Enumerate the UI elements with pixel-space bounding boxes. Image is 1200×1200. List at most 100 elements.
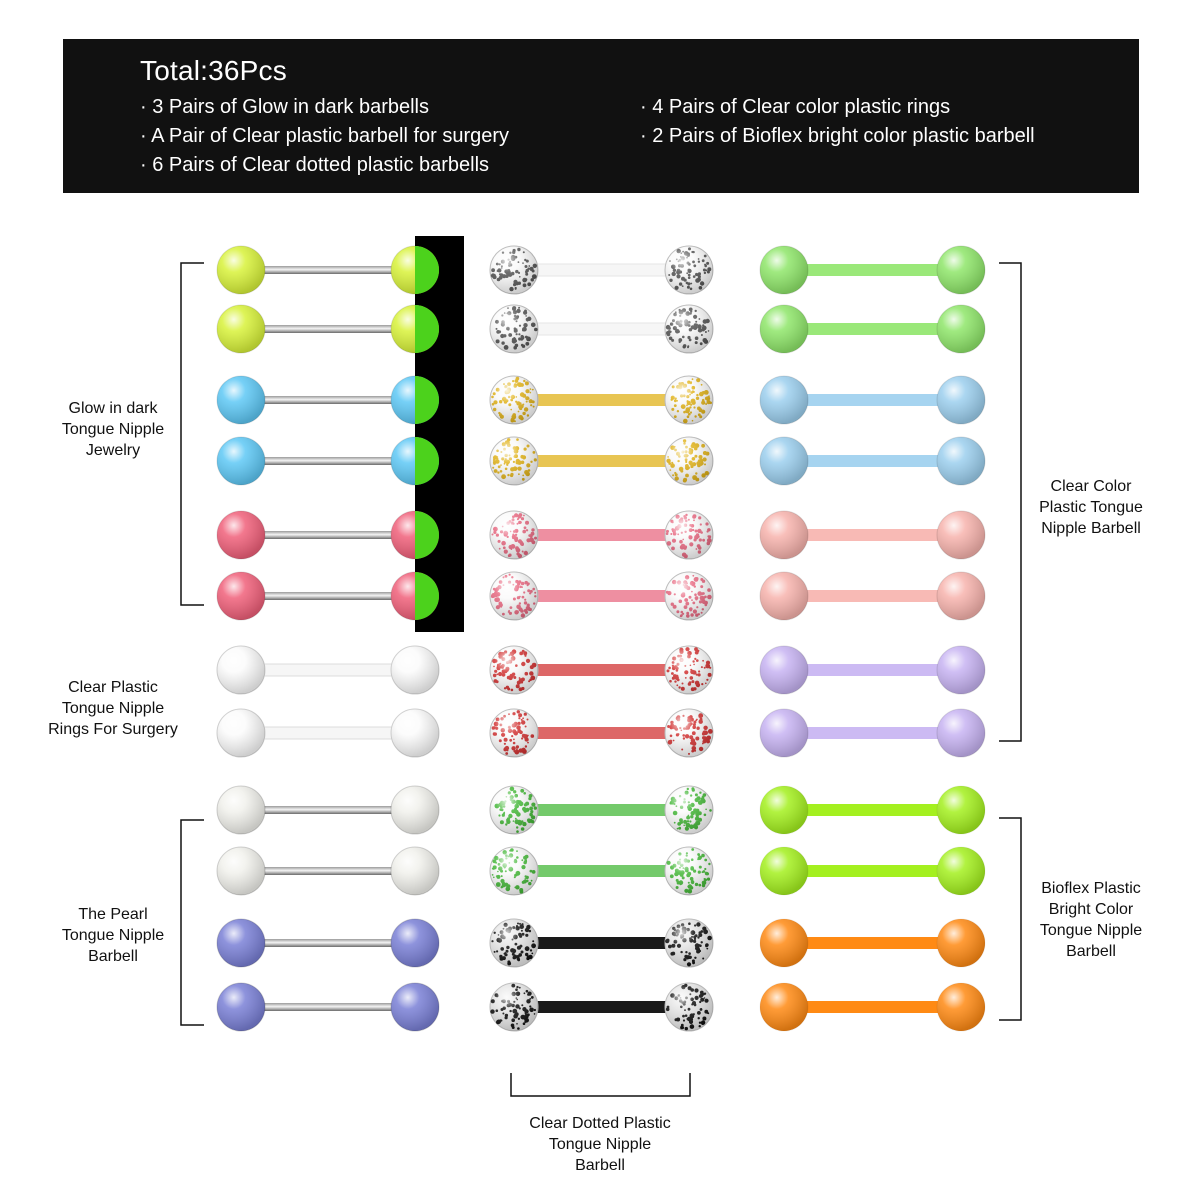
barbell bbox=[216, 918, 440, 968]
barbell bbox=[759, 982, 986, 1032]
plastic-bar bbox=[784, 529, 961, 541]
ball-shine bbox=[937, 511, 985, 559]
plastic-bar bbox=[513, 263, 690, 277]
ball-shine bbox=[937, 646, 985, 694]
barbell bbox=[759, 304, 986, 354]
barbell bbox=[759, 510, 986, 560]
ball-shine bbox=[937, 847, 985, 895]
label-dotted: Clear Dotted Plastic Tongue Nipple Barbe… bbox=[505, 1113, 695, 1176]
barbell bbox=[216, 510, 440, 560]
barbell bbox=[216, 375, 440, 425]
bracket-bioflex bbox=[999, 817, 1022, 1021]
clear-bar bbox=[240, 663, 416, 677]
barbell bbox=[759, 846, 986, 896]
ball-shine bbox=[217, 983, 265, 1031]
barbell bbox=[759, 245, 986, 295]
ball-shine bbox=[490, 847, 538, 895]
ball-shine bbox=[760, 246, 808, 294]
glow-half bbox=[415, 437, 439, 485]
ball-shine bbox=[391, 847, 439, 895]
label-line: The Pearl bbox=[78, 906, 148, 923]
barbell bbox=[489, 846, 714, 896]
ball-shine bbox=[490, 246, 538, 294]
glow-half bbox=[415, 572, 439, 620]
label-line: Tongue Nipple bbox=[548, 1136, 652, 1153]
steel-bar bbox=[241, 939, 415, 947]
label-surgery: Clear Plastic Tongue Nipple Rings For Su… bbox=[32, 677, 194, 740]
header-banner: Total:36Pcs · 3 Pairs of Glow in dark ba… bbox=[63, 39, 1139, 193]
ball-shine bbox=[217, 847, 265, 895]
ball-shine bbox=[490, 305, 538, 353]
ball-shine bbox=[217, 437, 265, 485]
barbell bbox=[216, 571, 440, 621]
ball-shine bbox=[760, 709, 808, 757]
plastic-bar bbox=[784, 727, 961, 739]
ball-shine bbox=[937, 786, 985, 834]
ball-shine bbox=[217, 305, 265, 353]
steel-bar bbox=[241, 867, 415, 875]
barbell bbox=[759, 785, 986, 835]
ball-shine bbox=[217, 919, 265, 967]
ball-shine bbox=[937, 919, 985, 967]
steel-bar bbox=[241, 806, 415, 814]
ball-shine bbox=[665, 572, 713, 620]
barbell bbox=[759, 708, 986, 758]
barbell bbox=[759, 918, 986, 968]
bracket-glow bbox=[180, 262, 204, 606]
ball-shine bbox=[490, 919, 538, 967]
barbell bbox=[216, 645, 440, 695]
header-line: · 3 Pairs of Glow in dark barbells bbox=[140, 96, 430, 118]
barbell bbox=[489, 304, 714, 354]
label-line: Clear Dotted Plastic bbox=[529, 1115, 671, 1132]
steel-bar bbox=[241, 592, 415, 600]
label-line: Rings For Surgery bbox=[48, 721, 178, 738]
plastic-bar bbox=[784, 937, 961, 949]
barbell bbox=[489, 708, 714, 758]
ball-shine bbox=[760, 919, 808, 967]
steel-bar bbox=[241, 457, 415, 465]
barbell bbox=[489, 982, 714, 1032]
header-line: · 6 Pairs of Clear dotted plastic barbel… bbox=[140, 154, 490, 176]
ball-shine bbox=[217, 646, 265, 694]
label-line: Bioflex Plastic bbox=[1041, 880, 1141, 897]
plastic-bar bbox=[514, 804, 689, 816]
label-line: Nipple Barbell bbox=[1041, 520, 1141, 537]
ball-shine bbox=[665, 709, 713, 757]
label-line: Clear Plastic bbox=[68, 679, 158, 696]
ball-shine bbox=[760, 376, 808, 424]
steel-bar bbox=[241, 396, 415, 404]
ball-shine bbox=[665, 919, 713, 967]
plastic-bar bbox=[514, 865, 689, 877]
ball-shine bbox=[490, 709, 538, 757]
plastic-bar bbox=[514, 590, 689, 602]
ball-shine bbox=[217, 246, 265, 294]
bracket-dotted bbox=[510, 1073, 691, 1097]
ball-shine bbox=[760, 511, 808, 559]
plastic-bar bbox=[514, 529, 689, 541]
barbell bbox=[489, 645, 714, 695]
ball-shine bbox=[665, 511, 713, 559]
bracket-pearl bbox=[180, 819, 204, 1026]
ball-shine bbox=[217, 376, 265, 424]
label-line: Clear Color bbox=[1050, 478, 1132, 495]
ball-shine bbox=[490, 983, 538, 1031]
label-bioflex: Bioflex Plastic Bright Color Tongue Nipp… bbox=[1020, 878, 1162, 962]
label-line: Plastic Tongue bbox=[1039, 499, 1143, 516]
plastic-bar bbox=[514, 394, 689, 406]
plastic-bar bbox=[513, 322, 690, 336]
plastic-bar bbox=[784, 865, 961, 877]
ball-shine bbox=[217, 511, 265, 559]
ball-shine bbox=[760, 305, 808, 353]
ball-shine bbox=[490, 786, 538, 834]
barbell bbox=[489, 785, 714, 835]
label-line: Tongue Nipple bbox=[61, 927, 165, 944]
barbell bbox=[759, 645, 986, 695]
plastic-bar bbox=[514, 455, 689, 467]
header-line: · 4 Pairs of Clear color plastic rings bbox=[640, 96, 951, 118]
ball-shine bbox=[760, 437, 808, 485]
barbells-middle-column bbox=[489, 245, 714, 1032]
label-line: Barbell bbox=[1066, 943, 1116, 960]
barbell bbox=[759, 436, 986, 486]
ball-shine bbox=[760, 646, 808, 694]
total-count: Total:36Pcs bbox=[140, 55, 287, 86]
